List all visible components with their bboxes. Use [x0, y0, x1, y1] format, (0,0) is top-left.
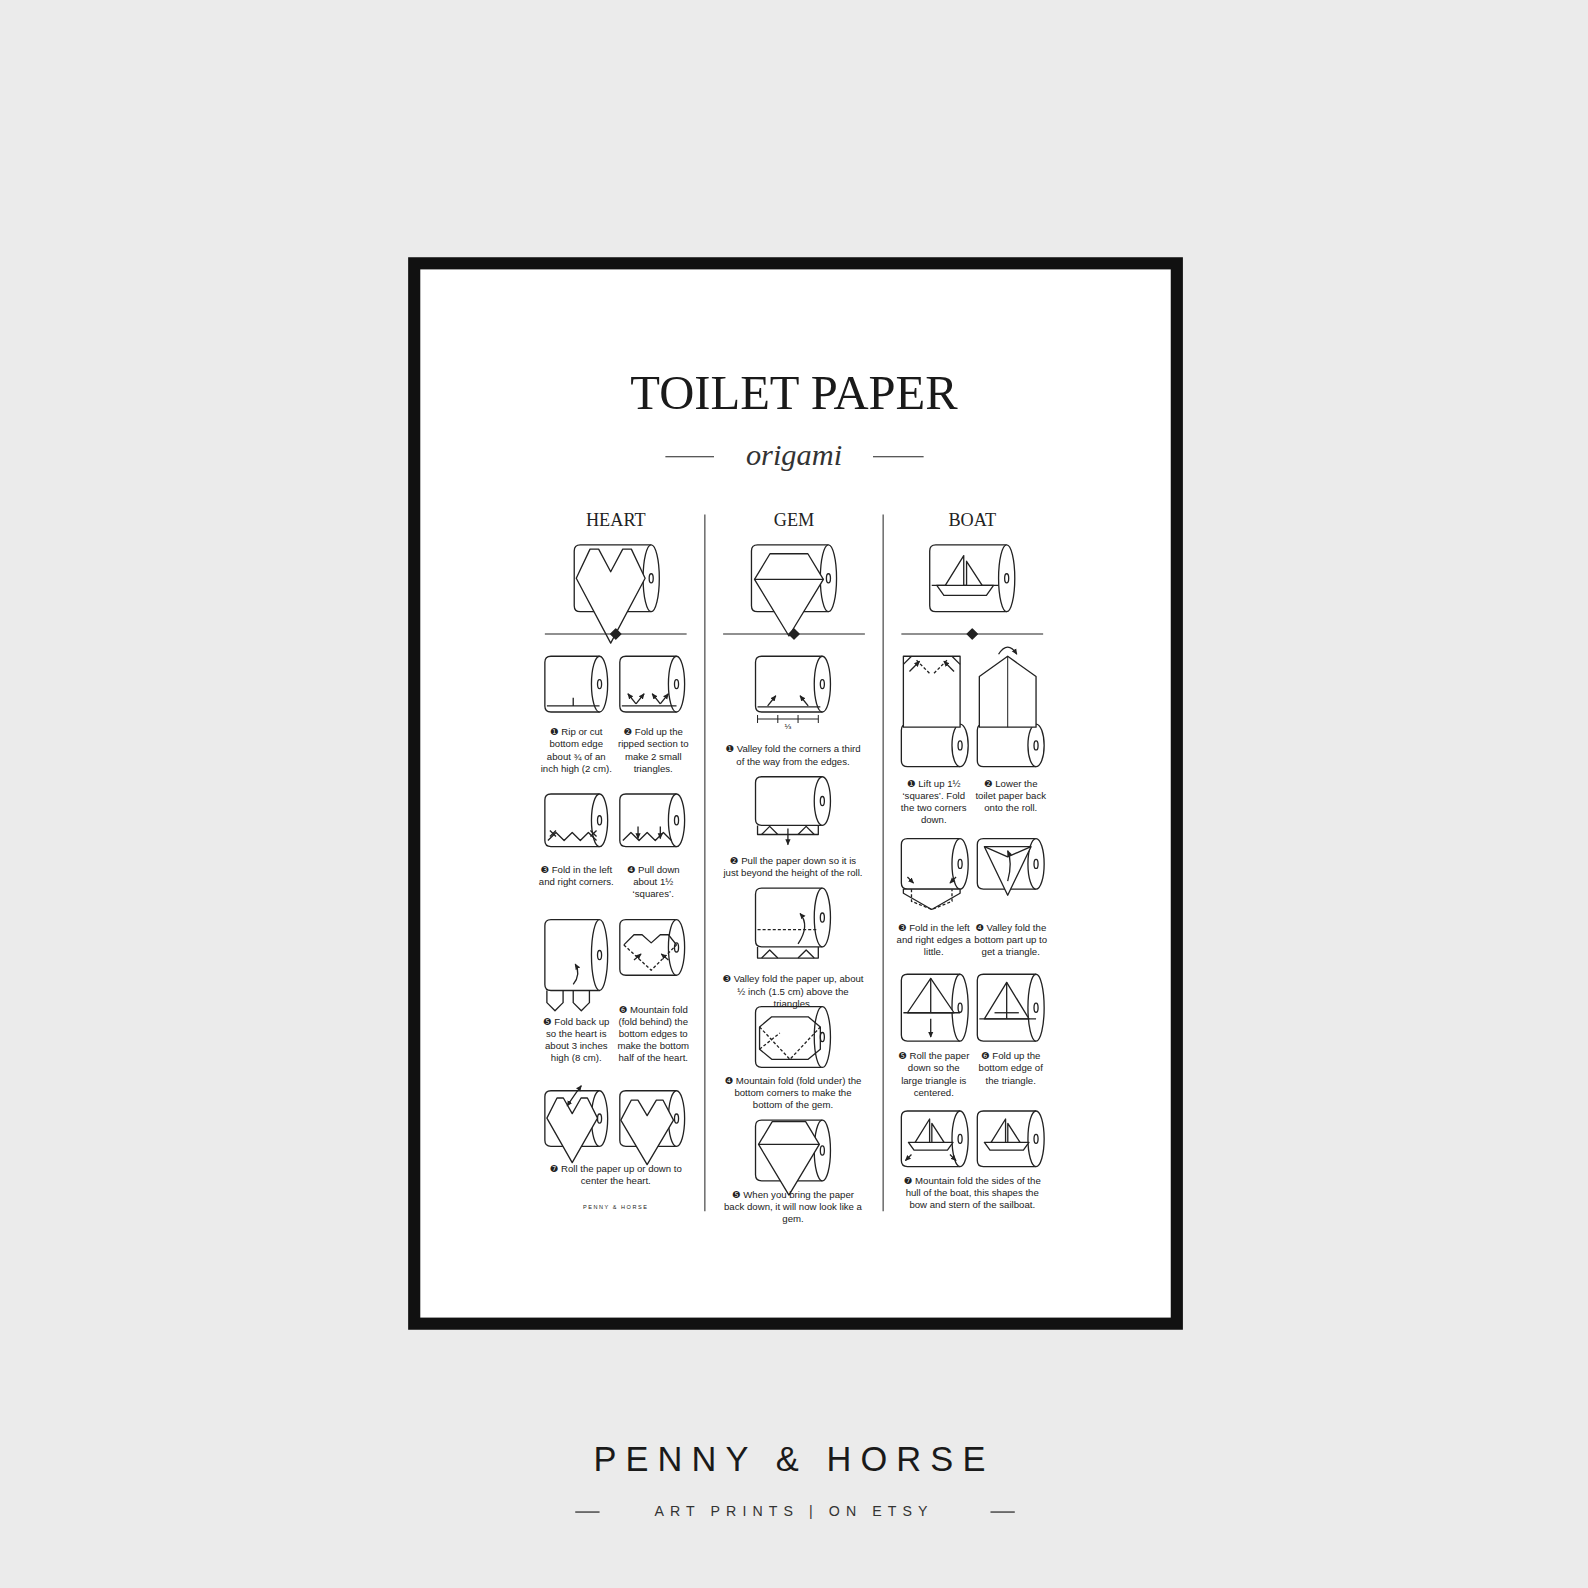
dimension: ⅓: [778, 723, 798, 731]
step-caption: ❷ Lower the toilet paper back onto the r…: [973, 778, 1048, 814]
step-caption: ❺ When you bring the paper back down, it…: [722, 1189, 864, 1225]
poster-title: TOILET PAPER: [541, 367, 1047, 420]
step-caption: ❼ Mountain fold the sides of the hull of…: [896, 1175, 1048, 1211]
step-caption: ❸ Fold in the left and right corners.: [539, 864, 614, 888]
column-heading: HEART: [565, 510, 666, 530]
step-caption: ❷ Fold up the ripped section to make 2 s…: [616, 726, 691, 774]
step-caption: ❹ Valley fold the bottom part up to get …: [973, 922, 1048, 958]
brand-mark: PENNY & HORSE: [555, 1204, 677, 1210]
brand-tagline: ART PRINTS | ON ETSY: [591, 1502, 996, 1520]
step-caption: ❼ Roll the paper up or down to center th…: [545, 1163, 687, 1187]
column-heading: BOAT: [922, 510, 1023, 530]
frame: [408, 257, 1183, 1330]
step-caption: ❸ Fold in the left and right edges a lit…: [896, 922, 971, 958]
step-caption: ❶ Lift up 1½ ‘squares’. Fold the two cor…: [896, 778, 971, 826]
step-caption: ❶ Valley fold the corners a third of the…: [722, 743, 864, 767]
step-caption: ❷ Pull the paper down so it is just beyo…: [722, 855, 864, 879]
step-caption: ❹ Mountain fold (fold under) the bottom …: [722, 1075, 864, 1111]
step-caption: ❺ Roll the paper down so the large trian…: [896, 1050, 971, 1098]
step-caption: ❶ Rip or cut bottom edge about ¾ of an i…: [539, 726, 614, 774]
subtitle: origami: [723, 438, 865, 471]
column-heading: GEM: [743, 510, 844, 530]
step-caption: ❻ Mountain fold (fold behind) the bottom…: [615, 1004, 692, 1064]
poster-paper: [420, 269, 1170, 1317]
step-caption: ❺ Fold back up so the heart is about 3 i…: [539, 1016, 614, 1064]
brand-name: PENNY & HORSE: [490, 1438, 1098, 1479]
step-caption: ❻ Fold up the bottom edge of the triangl…: [973, 1050, 1048, 1086]
origami-drawings: [545, 457, 1044, 1512]
step-caption: ❹ Pull down about 1½ ‘squares’.: [616, 864, 691, 900]
step-caption: ❸ Valley fold the paper up, about ½ inch…: [722, 973, 864, 1009]
